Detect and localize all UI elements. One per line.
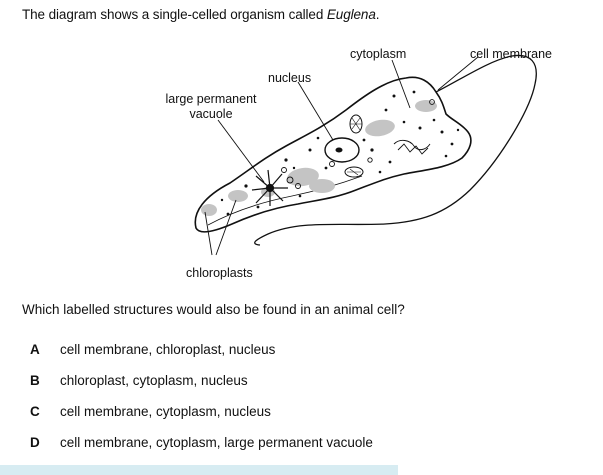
option-text: cell membrane, cytoplasm, nucleus — [60, 404, 271, 419]
option-text: cell membrane, cytoplasm, large permanen… — [60, 435, 373, 450]
question-text: Which labelled structures would also be … — [22, 302, 405, 317]
chloroplast — [287, 167, 319, 187]
large-permanent-vacuole — [251, 169, 288, 206]
flagellum — [254, 54, 537, 246]
bottom-accent-bar — [0, 465, 398, 475]
option-letter: D — [30, 435, 40, 450]
chloroplast — [228, 190, 248, 202]
cell-outline — [194, 76, 472, 233]
intro-text: The diagram shows a single-celled organi… — [22, 7, 380, 22]
chloroplast — [415, 100, 437, 112]
option-letter: C — [30, 404, 40, 419]
nucleolus — [335, 147, 343, 153]
vacuole-leader — [217, 119, 265, 183]
cytoplasm-leader — [391, 59, 411, 109]
label-vacuole: large permanent vacuole — [165, 92, 257, 121]
chloroplast — [365, 119, 395, 137]
chloroplast-leader-1 — [204, 211, 213, 256]
chloroplast — [309, 179, 335, 193]
option-letter: B — [30, 373, 40, 388]
chloroplasts — [201, 100, 437, 216]
label-cytoplasm: cytoplasm — [350, 47, 407, 61]
label-nucleus: nucleus — [268, 71, 312, 85]
chloroplast — [201, 204, 217, 216]
option-letter: A — [30, 342, 40, 357]
label-cell-membrane: cell membrane — [470, 47, 552, 61]
euglena-diagram — [194, 54, 537, 256]
chloroplast-leader-2 — [215, 199, 237, 256]
cell-membrane-leader — [437, 56, 479, 91]
organism-name: Euglena — [326, 7, 376, 22]
label-chloroplasts: chloroplasts — [186, 266, 253, 280]
nucleus-leader — [297, 81, 334, 141]
option-text: chloroplast, cytoplasm, nucleus — [60, 373, 248, 388]
option-text: cell membrane, chloroplast, nucleus — [60, 342, 276, 357]
